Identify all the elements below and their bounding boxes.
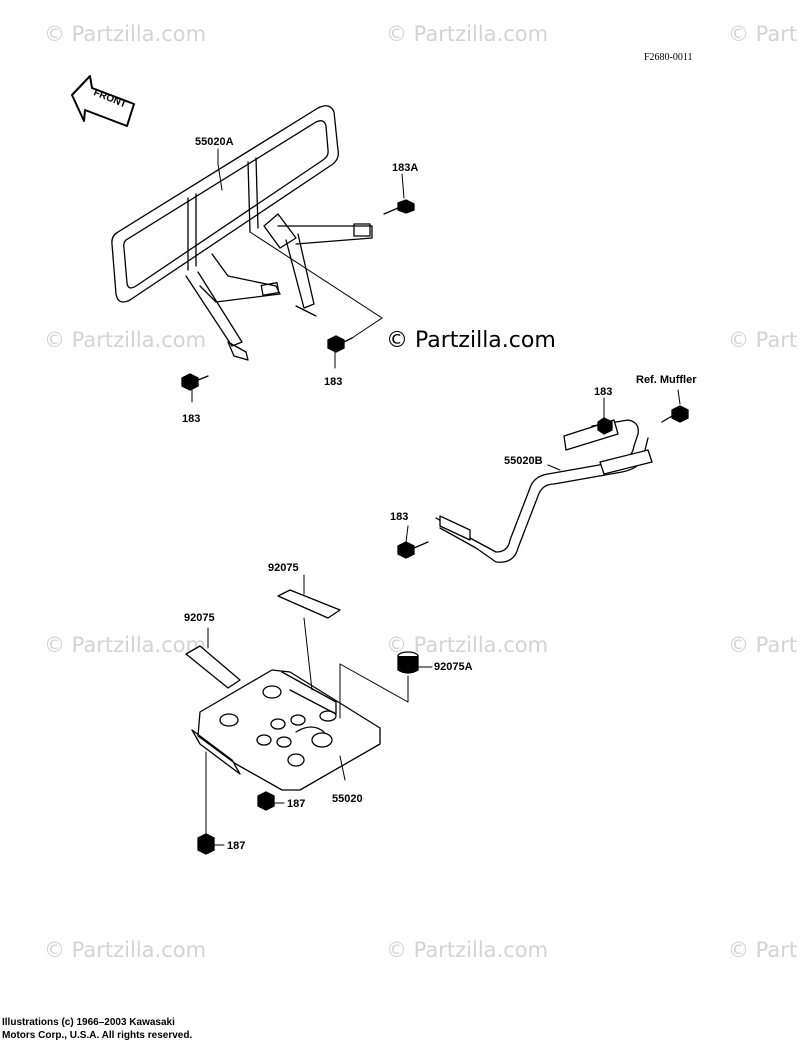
- watermark: © Partzilla.com: [386, 22, 549, 46]
- watermark: © Part: [728, 22, 798, 46]
- callout-183a: 183A: [392, 162, 419, 174]
- callout-187-lower: 187: [227, 840, 246, 852]
- callout-ref-muffler: Ref. Muffler: [636, 374, 697, 386]
- bolt-ref-muffler-icon: [661, 405, 689, 423]
- copyright-line-2: Motors Corp., U.S.A. All rights reserved…: [2, 1030, 193, 1041]
- callout-55020b: 55020B: [504, 455, 543, 467]
- bolt-183-center-icon: [327, 335, 353, 353]
- damper-92075a-drawing: [397, 651, 419, 674]
- callout-92075-left: 92075: [184, 612, 215, 624]
- pad-left-drawing: [185, 645, 241, 689]
- screw-187-lower-icon: [197, 833, 215, 855]
- callout-187-upper: 187: [287, 798, 306, 810]
- watermark: © Part: [728, 328, 798, 352]
- copyright-line-1: Illustrations (c) 1966–2003 Kawasaki: [2, 1017, 175, 1028]
- callout-92075-top: 92075: [268, 562, 299, 574]
- copyright-notice: Illustrations (c) 1966–2003 Kawasaki Mot…: [2, 1016, 192, 1042]
- callout-92075a: 92075A: [434, 661, 473, 673]
- callout-55020a: 55020A: [195, 136, 234, 148]
- watermark: © Partzilla.com: [44, 938, 207, 962]
- front-arrow-icon: [71, 75, 135, 127]
- watermark: © Partzilla.com: [44, 328, 207, 352]
- center-watermark: © Partzilla.com: [386, 328, 556, 353]
- watermark: © Part: [728, 633, 798, 657]
- watermark: © Partzilla.com: [386, 938, 549, 962]
- rear-guard-drawing: [111, 105, 373, 361]
- watermark: © Part: [728, 938, 798, 962]
- callout-183-left: 183: [182, 413, 201, 425]
- pad-top-drawing: [277, 589, 341, 619]
- figure-id: F2680-0011: [644, 52, 693, 63]
- bolt-183-left-icon: [181, 373, 209, 391]
- bolt-183a-icon: [383, 199, 415, 215]
- side-guard-drawing: [435, 419, 653, 563]
- callout-183-center: 183: [324, 376, 343, 388]
- skid-plate-drawing: [191, 669, 381, 791]
- watermark: © Partzilla.com: [44, 633, 207, 657]
- screw-187-upper-icon: [257, 791, 275, 811]
- watermark: © Partzilla.com: [44, 22, 207, 46]
- bolt-183-side-icon: [397, 541, 429, 559]
- callout-183-right: 183: [594, 386, 613, 398]
- bolt-183-right-icon: [597, 417, 613, 435]
- leader-lines: [191, 148, 681, 846]
- callout-55020: 55020: [332, 793, 363, 805]
- callout-183-side: 183: [390, 511, 409, 523]
